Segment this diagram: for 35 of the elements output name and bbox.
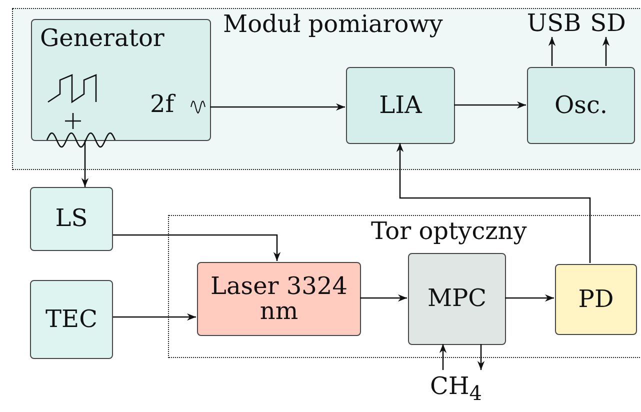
block-box [527,67,635,144]
arrow [548,37,556,66]
block-box [555,264,637,335]
arrow [505,294,554,302]
block-label: MPC [427,286,487,312]
arrow [360,294,407,302]
arrow [113,234,281,261]
block-label: LS [55,206,88,232]
frequency-label: 2f [150,92,174,118]
arrow [439,344,447,370]
block-label: TEC [46,306,98,332]
arrow [210,103,345,111]
dotted-group-frame [12,8,641,170]
arrow [113,313,196,321]
block-title: Generator [40,26,164,52]
block-label: Osc. [554,92,608,118]
signal-label: USB [526,11,582,37]
block-label: PD [578,286,614,312]
signal-label: SD [590,11,626,37]
signal-label: CH$_{4}$ [430,374,482,404]
block-box [197,262,361,336]
group-title: Moduł pomiarowy [223,12,443,38]
block-box [30,187,113,251]
block-label: LIA [379,92,422,118]
arrow [396,143,591,263]
arrow [602,37,610,66]
arrow [81,140,89,187]
arrow [477,344,485,370]
block-box [408,253,506,345]
dotted-group-frame [168,215,641,358]
arrow [454,101,526,109]
block-box [30,280,113,359]
block-label: Laser 3324 nm [210,274,348,324]
block-box [346,67,455,144]
group-title: Tor optyczny [371,219,527,244]
